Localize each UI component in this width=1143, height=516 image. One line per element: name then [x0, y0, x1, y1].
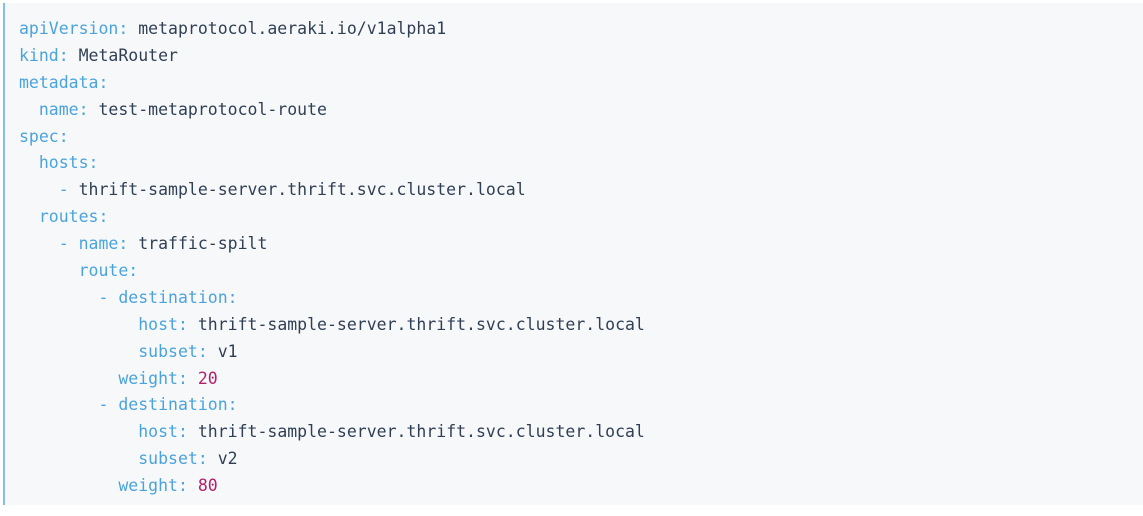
yaml-value: traffic-spilt [138, 234, 268, 254]
yaml-value: thrift-sample-server.thrift.svc.cluster.… [197, 422, 645, 442]
yaml-number-value: 80 [197, 476, 218, 496]
yaml-colon: : [118, 19, 129, 38]
line-indent [19, 180, 59, 199]
yaml-key: subset [138, 341, 198, 361]
yaml-key: apiVersion [19, 19, 119, 38]
yaml-key: weight [118, 368, 178, 388]
line-weight-2[interactable]: weight: 80 [19, 473, 645, 500]
yaml-key: host [138, 314, 178, 334]
yaml-colon: : [58, 126, 69, 146]
yaml-key: spec [19, 126, 59, 146]
line-indent [19, 369, 118, 388]
list-dash-marker: - [58, 234, 79, 254]
yaml-value: metaprotocol.aeraki.io/v1alpha1 [138, 19, 447, 38]
yaml-key: kind [19, 45, 59, 65]
yaml-key: host [138, 422, 178, 442]
line-spec[interactable]: spec: [19, 124, 645, 151]
yaml-value: MetaRouter [78, 45, 178, 65]
yaml-key: destination [118, 395, 228, 415]
yaml-space [128, 19, 138, 38]
yaml-number-value: 20 [197, 368, 218, 388]
yaml-space [188, 315, 198, 334]
list-dash-marker: - [98, 287, 119, 307]
line-routes[interactable]: routes: [19, 204, 645, 231]
yaml-key: subset [138, 449, 198, 469]
line-destination-2[interactable]: - destination: [19, 392, 645, 419]
list-dash-marker: - [98, 395, 119, 415]
line-apiversion[interactable]: apiVersion: metaprotocol.aeraki.io/v1alp… [19, 16, 645, 43]
yaml-space [188, 369, 198, 388]
yaml-key: destination [118, 287, 228, 307]
line-indent [19, 234, 59, 253]
yaml-colon: : [78, 99, 89, 119]
list-dash-marker: - [58, 180, 79, 200]
line-indent [19, 395, 98, 414]
line-indent [19, 207, 39, 226]
line-metadata[interactable]: metadata: [19, 70, 645, 97]
yaml-value: v2 [217, 449, 238, 469]
yaml-key: name [38, 99, 79, 119]
line-host-item[interactable]: - thrift-sample-server.thrift.svc.cluste… [19, 177, 645, 204]
yaml-key: route [78, 261, 129, 281]
yaml-space [208, 449, 218, 468]
yaml-key: name [78, 234, 119, 254]
yaml-space [188, 422, 198, 441]
line-host-1[interactable]: host: thrift-sample-server.thrift.svc.cl… [19, 312, 645, 339]
yaml-colon: : [227, 395, 238, 415]
yaml-space [89, 100, 99, 119]
code-line-list[interactable]: apiVersion: metaprotocol.aeraki.io/v1alp… [19, 16, 645, 500]
yaml-colon: : [98, 72, 109, 92]
yaml-code-block[interactable]: apiVersion: metaprotocol.aeraki.io/v1alp… [0, 3, 1143, 505]
line-host-2[interactable]: host: thrift-sample-server.thrift.svc.cl… [19, 419, 645, 446]
yaml-key: weight [118, 476, 178, 496]
yaml-colon: : [58, 45, 69, 65]
yaml-colon: : [128, 261, 139, 281]
yaml-key: routes [38, 207, 99, 227]
yaml-space [69, 46, 79, 65]
yaml-colon: : [197, 449, 208, 469]
line-indent [19, 422, 138, 441]
yaml-value: thrift-sample-server.thrift.svc.cluster.… [78, 180, 526, 200]
yaml-key: hosts [38, 153, 89, 173]
yaml-space [188, 476, 198, 495]
line-hosts[interactable]: hosts: [19, 150, 645, 177]
line-indent [19, 315, 138, 334]
yaml-colon: : [227, 287, 238, 307]
yaml-colon: : [177, 422, 188, 442]
line-indent [19, 100, 39, 119]
line-indent [19, 153, 39, 172]
yaml-key: metadata [19, 72, 99, 92]
left-white-gutter [0, 0, 3, 516]
line-indent [19, 288, 98, 307]
yaml-colon: : [88, 153, 99, 173]
line-subset-2[interactable]: subset: v2 [19, 446, 645, 473]
line-subset-1[interactable]: subset: v1 [19, 339, 645, 366]
yaml-colon: : [177, 368, 188, 388]
yaml-colon: : [177, 314, 188, 334]
line-kind[interactable]: kind: MetaRouter [19, 43, 645, 70]
yaml-space [208, 342, 218, 361]
line-weight-1[interactable]: weight: 20 [19, 366, 645, 393]
yaml-value: thrift-sample-server.thrift.svc.cluster.… [197, 314, 645, 334]
line-metadata-name[interactable]: name: test-metaprotocol-route [19, 97, 645, 124]
yaml-value: test-metaprotocol-route [98, 99, 327, 119]
line-route-name[interactable]: - name: traffic-spilt [19, 231, 645, 258]
line-destination-1[interactable]: - destination: [19, 285, 645, 312]
line-indent [19, 449, 138, 468]
yaml-value: v1 [217, 341, 238, 361]
yaml-colon: : [197, 341, 208, 361]
yaml-space [128, 234, 138, 253]
line-indent [19, 342, 138, 361]
line-indent [19, 476, 118, 495]
yaml-colon: : [118, 234, 129, 254]
yaml-colon: : [98, 207, 109, 227]
yaml-colon: : [177, 476, 188, 496]
line-indent [19, 261, 79, 280]
line-route[interactable]: route: [19, 258, 645, 285]
